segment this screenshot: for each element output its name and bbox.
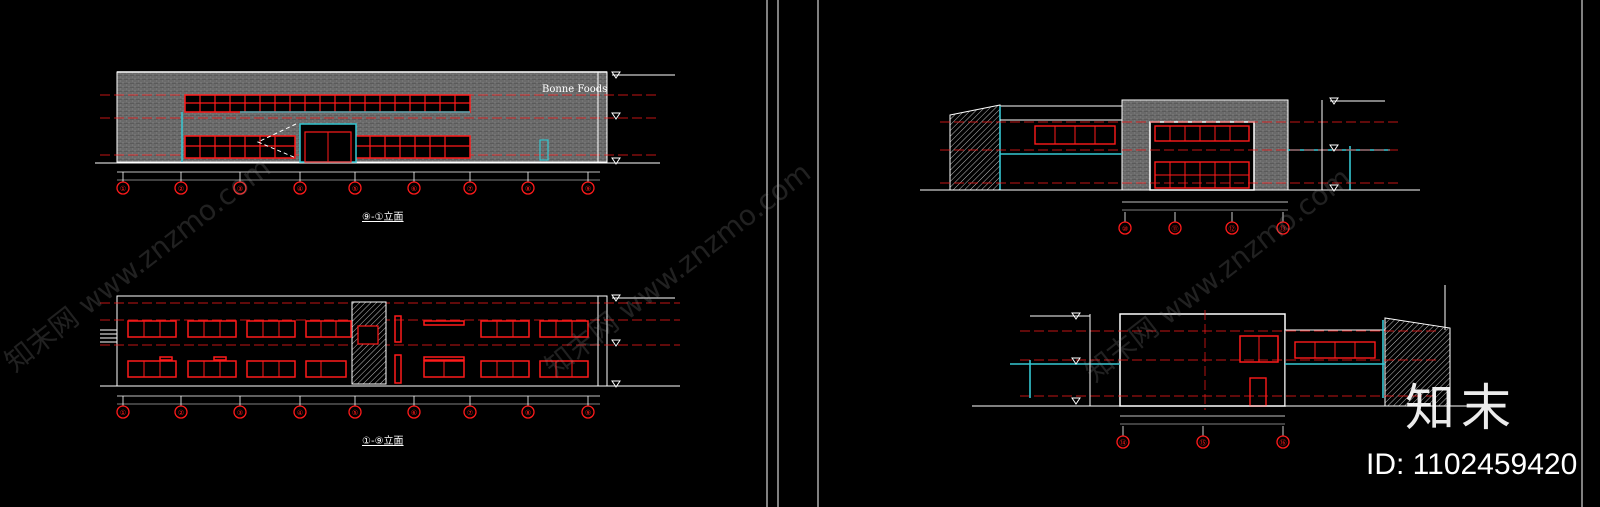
row1-axis-label: ⑥ xyxy=(411,185,417,193)
elevation-side-top xyxy=(920,97,1420,211)
row1-axis-bubble xyxy=(463,181,477,195)
row2-axis-label: ⑧ xyxy=(525,409,531,417)
row4-axis-label: ⑮ xyxy=(1200,439,1207,447)
row2-axis-bubble xyxy=(407,405,421,419)
row1-axis-bubble xyxy=(233,181,247,195)
row2-axis-label: ④ xyxy=(297,409,303,417)
watermark-logo: 知末 xyxy=(1405,379,1517,437)
elevation-side-bottom xyxy=(972,285,1470,425)
row4-axis-bubble xyxy=(1276,435,1290,449)
grid-axis-row-2: ① ② ③ ④ ⑤ ⑥ ⑦ ⑧ ⑨ xyxy=(116,396,595,419)
row1-axis-label: ③ xyxy=(237,185,243,193)
row1-axis-bubble xyxy=(521,181,535,195)
row1-axis-label: ① xyxy=(120,185,126,193)
row2-axis-label: ⑨ xyxy=(585,409,591,417)
row4-axis-label: ⑭ xyxy=(1120,439,1127,447)
row2-axis-label: ⑥ xyxy=(411,409,417,417)
row3-axis-bubble xyxy=(1118,221,1132,235)
row2-axis-label: ⑦ xyxy=(467,409,473,417)
row2-axis-bubble xyxy=(174,405,188,419)
row1-axis-bubble xyxy=(348,181,362,195)
row4-axis-label: ⑯ xyxy=(1280,439,1287,447)
row1-axis-label: ④ xyxy=(297,185,303,193)
row4-axis-bubble xyxy=(1196,435,1210,449)
row2-axis-label: ① xyxy=(120,409,126,417)
row2-axis-bubble xyxy=(233,405,247,419)
row1-axis-label: ⑤ xyxy=(352,185,358,193)
row1-axis-bubble xyxy=(293,181,307,195)
row1-axis-bubble xyxy=(116,181,130,195)
grid-axis-row-3: ⑩ ⑪ ⑫ ⑬ xyxy=(1118,212,1290,235)
watermark-id: ID: 1102459420 xyxy=(1366,448,1578,481)
row3-axis-bubble xyxy=(1225,221,1239,235)
row4-axis-bubble xyxy=(1116,435,1130,449)
row2-axis-label: ② xyxy=(178,409,184,417)
row1-axis-label: ② xyxy=(178,185,184,193)
row1-axis-bubble xyxy=(407,181,421,195)
row3-axis-bubble xyxy=(1276,221,1290,235)
row1-axis-label: ⑦ xyxy=(467,185,473,193)
row2-axis-bubble xyxy=(581,405,595,419)
row2-axis-label: ⑤ xyxy=(352,409,358,417)
panel-dividers xyxy=(766,0,1583,507)
grid-axis-row-1: ① ② ③ ④ ⑤ ⑥ ⑦ ⑧ ⑨ xyxy=(116,172,595,195)
elevation-title-1: ⑨-①立面 xyxy=(362,212,404,223)
elevation-9-1 xyxy=(95,71,675,181)
row1-axis-bubble xyxy=(581,181,595,195)
row2-axis-bubble xyxy=(521,405,535,419)
elevation-title-2: ①-⑨立面 xyxy=(362,436,404,447)
row2-axis-label: ③ xyxy=(237,409,243,417)
row2-axis-bubble xyxy=(348,405,362,419)
row3-axis-bubble xyxy=(1168,221,1182,235)
row1-axis-bubble xyxy=(174,181,188,195)
row3-axis-label: ⑪ xyxy=(1172,225,1179,233)
row3-axis-label: ⑬ xyxy=(1280,225,1287,233)
elevation-1-9 xyxy=(100,294,680,405)
row1-axis-label: ⑧ xyxy=(525,185,531,193)
row1-axis-label: ⑨ xyxy=(585,185,591,193)
row3-axis-label: ⑩ xyxy=(1122,225,1128,233)
row2-axis-bubble xyxy=(463,405,477,419)
grid-axis-row-4: ⑭ ⑮ ⑯ xyxy=(1116,426,1290,449)
row3-axis-label: ⑫ xyxy=(1229,225,1236,233)
storefront-sign: Bonne Foods xyxy=(542,84,608,95)
row2-axis-bubble xyxy=(293,405,307,419)
row2-axis-bubble xyxy=(116,405,130,419)
